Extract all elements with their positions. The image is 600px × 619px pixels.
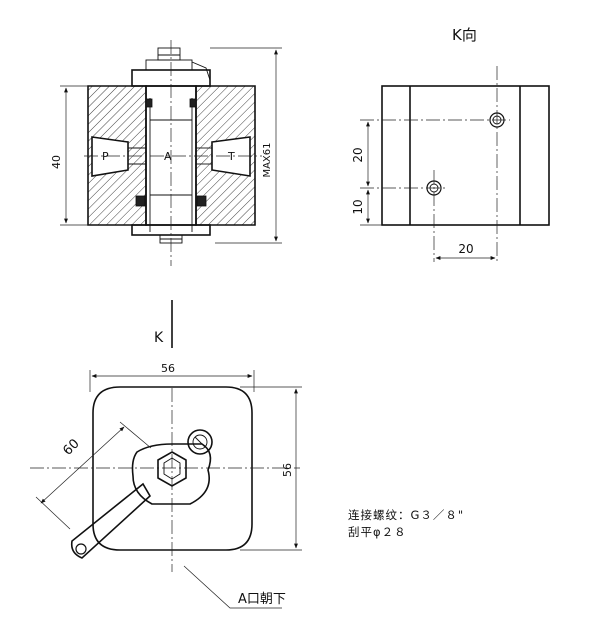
dim-height-56: 56 <box>281 463 294 477</box>
hex-socket <box>157 451 187 487</box>
dim-width-56: 56 <box>161 362 175 375</box>
dim-20-horizontal: 20 <box>458 242 473 256</box>
k-view-title: K向 <box>452 26 477 44</box>
dim-lever-60: 60 <box>60 436 82 458</box>
cam-plate <box>131 443 212 505</box>
section-view: P A T 40 MAX61 <box>50 40 282 266</box>
note-spot-face: 刮平φ２８ <box>348 525 407 539</box>
lever-pivot-hole <box>75 543 87 555</box>
dim-20-vertical: 20 <box>351 147 365 162</box>
stop-pin <box>187 429 213 455</box>
seal <box>196 195 207 207</box>
dim-10-vertical: 10 <box>351 199 365 214</box>
port-a-label: A <box>164 150 172 163</box>
callout-leader <box>183 565 282 609</box>
port-p-label: P <box>102 150 109 163</box>
callout-a-port-down: A口朝下 <box>238 592 286 607</box>
seal <box>145 98 153 108</box>
seal <box>189 98 197 108</box>
port-t-label: T <box>227 150 235 163</box>
note-thread-spec: 连接螺纹：G３／８" <box>348 508 465 522</box>
k-view-outline <box>381 85 550 226</box>
k-arrow-label: K <box>154 330 164 346</box>
dim-max61: MAX61 <box>262 142 273 177</box>
lever-arm <box>70 482 152 559</box>
seal <box>135 195 146 207</box>
k-view: K向 20 10 20 <box>351 26 550 262</box>
dim-height-40: 40 <box>50 155 63 169</box>
top-view: K 56 56 60 A口朝下 <box>30 300 302 609</box>
top-view-body <box>92 386 253 551</box>
